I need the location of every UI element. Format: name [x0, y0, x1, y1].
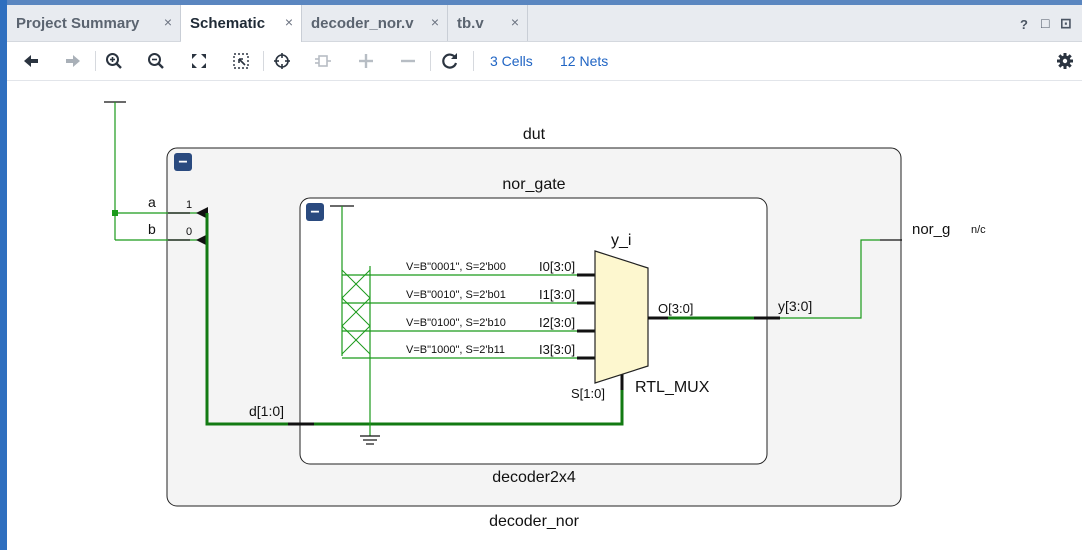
const-value-0: V=B"0001", S=2'b00	[406, 261, 506, 273]
zoom-out-icon[interactable]	[146, 51, 166, 71]
pin-label-i2: I2[3:0]	[539, 315, 575, 330]
back-icon[interactable]	[21, 51, 41, 71]
zoom-area-icon[interactable]	[231, 51, 251, 71]
tab-bar: Project Summary × Schematic × decoder_no…	[7, 5, 1082, 42]
zoom-in-icon[interactable]	[104, 51, 124, 71]
schematic-canvas[interactable]: dut decoder_nor − nor_gate decoder2x4 − …	[7, 81, 1082, 550]
port-y-label: y[3:0]	[778, 298, 812, 314]
close-icon[interactable]: ×	[284, 14, 293, 30]
add-icon[interactable]	[356, 51, 376, 71]
collapse-glyph: −	[310, 204, 319, 221]
help-icon[interactable]: ?	[1020, 17, 1028, 32]
nets-count-link[interactable]: 12 Nets	[560, 53, 609, 69]
remove-icon[interactable]	[398, 51, 418, 71]
restore-icon[interactable]: □	[1041, 15, 1050, 31]
mux-type-label: RTL_MUX	[635, 379, 710, 396]
mux-instance-label: y_i	[611, 232, 631, 249]
junction-dot	[112, 210, 118, 216]
refresh-icon[interactable]	[440, 51, 460, 71]
port-b-label: b	[148, 221, 156, 237]
bus-ripper-arrow	[196, 234, 208, 246]
window-top-border	[0, 0, 1082, 5]
toolbar-separator	[95, 51, 96, 71]
forward-icon[interactable]	[63, 51, 83, 71]
tab-tb-v[interactable]: tb.v ×	[448, 5, 528, 41]
dut-instance-label: dut	[523, 126, 546, 143]
port-nor-g-label: nor_g	[912, 221, 950, 238]
cell-icon[interactable]	[313, 51, 333, 71]
tab-decoder-nor-v[interactable]: decoder_nor.v ×	[302, 5, 448, 41]
toolbar-separator	[263, 51, 264, 71]
mux-output-label: O[3:0]	[658, 301, 693, 316]
tab-project-summary[interactable]: Project Summary ×	[7, 5, 181, 41]
collapse-dut-button[interactable]	[174, 153, 192, 171]
mux-select-label: S[1:0]	[571, 386, 605, 401]
collapse-nor-gate-button[interactable]	[306, 203, 324, 221]
const-value-1: V=B"0010", S=2'b01	[406, 289, 506, 301]
tab-schematic[interactable]: Schematic ×	[181, 5, 302, 42]
port-b-index: 0	[186, 226, 192, 238]
close-icon[interactable]: ×	[510, 14, 519, 30]
port-a-label: a	[148, 194, 156, 210]
rtl-mux-cell[interactable]	[594, 250, 649, 384]
nor-gate-instance-label: nor_gate	[502, 176, 565, 193]
net-d-label: d[1:0]	[249, 403, 284, 419]
close-icon[interactable]: ×	[163, 14, 172, 30]
pin-label-i1: I1[3:0]	[539, 287, 575, 302]
window-left-border	[0, 0, 7, 550]
const-value-2: V=B"0100", S=2'b10	[406, 317, 506, 329]
nor-gate-module-label: decoder2x4	[492, 469, 576, 486]
bus-ripper-arrow	[196, 207, 208, 219]
tab-label: decoder_nor.v	[311, 14, 414, 32]
net-nor-g[interactable]	[780, 239, 880, 319]
zoom-fit-icon[interactable]	[189, 51, 209, 71]
collapse-glyph: −	[178, 154, 187, 171]
toolbar-separator	[473, 51, 474, 71]
tab-label: Schematic	[190, 15, 266, 32]
close-icon[interactable]: ×	[430, 14, 439, 30]
tab-label: Project Summary	[16, 14, 140, 32]
tab-label: tb.v	[457, 14, 484, 32]
pin-label-i3: I3[3:0]	[539, 342, 575, 357]
schematic-toolbar: 3 Cells 12 Nets	[7, 42, 1082, 81]
maximize-icon[interactable]: ⊡	[1060, 15, 1072, 31]
gear-icon[interactable]	[1055, 51, 1075, 71]
const-value-3: V=B"1000", S=2'b11	[406, 344, 505, 356]
crosshair-icon[interactable]	[272, 51, 292, 71]
no-connect-label: n/c	[971, 224, 986, 236]
toolbar-separator	[430, 51, 431, 71]
dut-module-label: decoder_nor	[489, 513, 580, 530]
pin-label-i0: I0[3:0]	[539, 259, 575, 274]
net-d-bus[interactable]	[205, 213, 624, 426]
port-a-index: 1	[186, 199, 192, 211]
cells-count-link[interactable]: 3 Cells	[490, 53, 533, 69]
